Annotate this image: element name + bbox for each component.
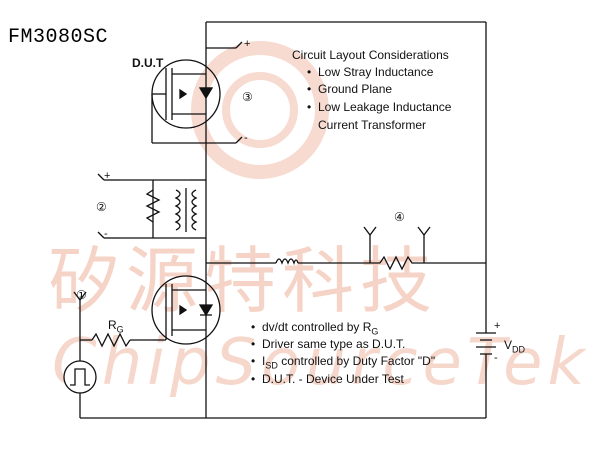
minus-transformer: - <box>104 228 108 240</box>
marker-2: ② <box>96 200 107 214</box>
page-title: FM3080SC <box>8 26 109 49</box>
dut-label: D.U.T <box>132 56 164 70</box>
marker-3: ③ <box>242 90 253 104</box>
plus-top: + <box>244 38 251 50</box>
consideration-item-3: Low Leakage Inductance <box>307 100 451 114</box>
minus-top: - <box>244 132 248 144</box>
marker-1: ① <box>76 288 87 302</box>
minus-vdd: - <box>494 352 498 364</box>
consideration-item-2: Ground Plane <box>307 82 392 96</box>
vdd-label: VDD <box>504 338 526 355</box>
marker-4: ④ <box>394 210 405 224</box>
consideration-item-1: Low Stray Inductance <box>307 65 433 79</box>
watermark-chinese: 矽源特科技 <box>48 239 439 323</box>
note-item-3: ISD controlled by Duty Factor "D" <box>251 354 435 370</box>
note-item-4: D.U.T. - Device Under Test <box>251 372 404 388</box>
note-item-2: Driver same type as D.U.T. <box>251 337 405 353</box>
plus-vdd: + <box>494 320 501 332</box>
rg-label: RG <box>108 318 124 335</box>
consideration-item-3-continued: Current Transformer <box>318 118 427 132</box>
plus-transformer: + <box>104 170 111 182</box>
circuit-heading: Circuit Layout Considerations <box>292 48 449 62</box>
note-item-1: dv/dt controlled by RG <box>251 320 378 336</box>
